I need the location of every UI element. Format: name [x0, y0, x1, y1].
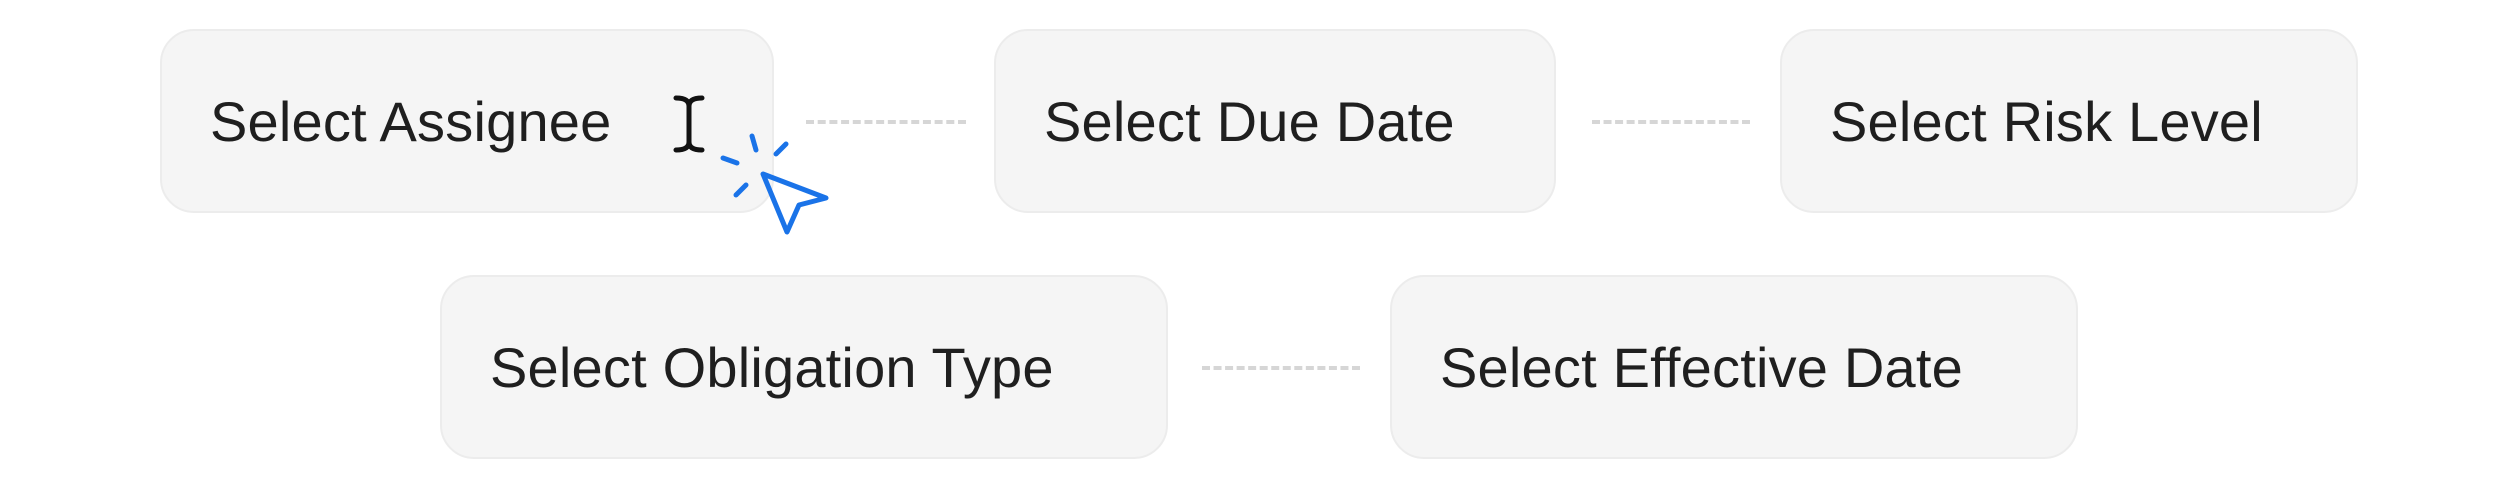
- select-effective-date-label: Select Effective Date: [1440, 335, 1963, 399]
- connector-line: [1202, 366, 1360, 370]
- i-beam-cursor-icon: [673, 95, 705, 153]
- select-due-date-button[interactable]: Select Due Date: [994, 29, 1556, 213]
- select-obligation-type-button[interactable]: Select Obligation Type: [440, 275, 1168, 459]
- connector-line: [1592, 120, 1750, 124]
- select-obligation-type-label: Select Obligation Type: [490, 335, 1054, 399]
- connector-line: [806, 120, 966, 124]
- select-due-date-label: Select Due Date: [1044, 89, 1455, 153]
- select-risk-level-label: Select Risk Level: [1830, 89, 2263, 153]
- select-assignee-button[interactable]: Select Assignee: [160, 29, 774, 213]
- select-assignee-label: Select Assignee: [210, 89, 612, 153]
- arrow-pointer-icon: [720, 133, 829, 235]
- select-effective-date-button[interactable]: Select Effective Date: [1390, 275, 2078, 459]
- select-risk-level-button[interactable]: Select Risk Level: [1780, 29, 2358, 213]
